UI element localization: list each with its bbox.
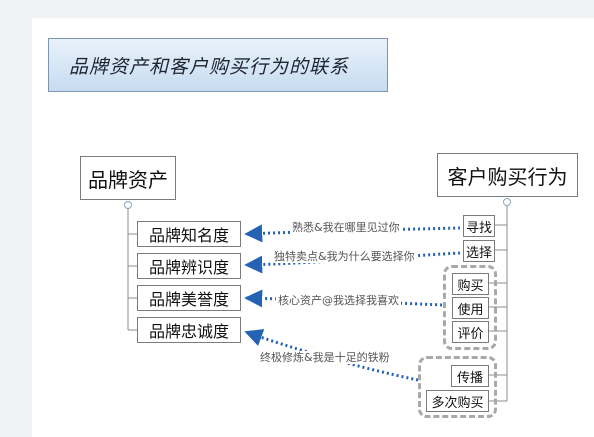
brand-assets-collapse-toggle[interactable] [124, 201, 132, 209]
brand-assets-root[interactable]: 品牌资产 [80, 156, 176, 200]
node-search[interactable]: 寻找 [463, 215, 495, 237]
relation-label-awareness: 熟悉&我在哪里见过你 [290, 221, 402, 234]
node-repeat-purchase[interactable]: 多次购买 [426, 390, 489, 412]
node-brand-identity[interactable]: 品牌辨识度 [137, 253, 241, 279]
relation-arrow-awareness [244, 224, 461, 243]
node-select[interactable]: 选择 [463, 240, 495, 262]
relation-label-identity: 独特卖点&我为什么要选择你 [272, 250, 417, 263]
node-use[interactable]: 使用 [452, 297, 489, 319]
relation-arrow-loyalty [244, 329, 419, 382]
node-brand-reputation[interactable]: 品牌美誉度 [137, 285, 241, 311]
node-spread[interactable]: 传播 [451, 365, 489, 387]
group-spread-repurchase [418, 356, 497, 418]
purchase-behavior-root[interactable]: 客户购买行为 [437, 153, 578, 197]
diagram-title: 品牌资产和客户购买行为的联系 [48, 38, 388, 92]
brand-assets-tree-lines [127, 208, 137, 331]
node-brand-loyalty[interactable]: 品牌忠诚度 [137, 317, 241, 343]
relation-label-loyalty: 终极修炼&我是十足的铁粉 [258, 351, 392, 364]
relation-arrow-identity [244, 251, 461, 274]
node-purchase[interactable]: 购买 [452, 273, 489, 295]
node-brand-awareness[interactable]: 品牌知名度 [137, 221, 241, 247]
purchase-behavior-collapse-toggle[interactable] [503, 198, 511, 206]
node-review[interactable]: 评价 [452, 321, 489, 343]
relation-label-reputation: 核心资产@我选择我喜欢 [276, 294, 401, 307]
purchase-behavior-tree-lines [489, 205, 508, 402]
group-purchase-use-review [443, 265, 497, 350]
